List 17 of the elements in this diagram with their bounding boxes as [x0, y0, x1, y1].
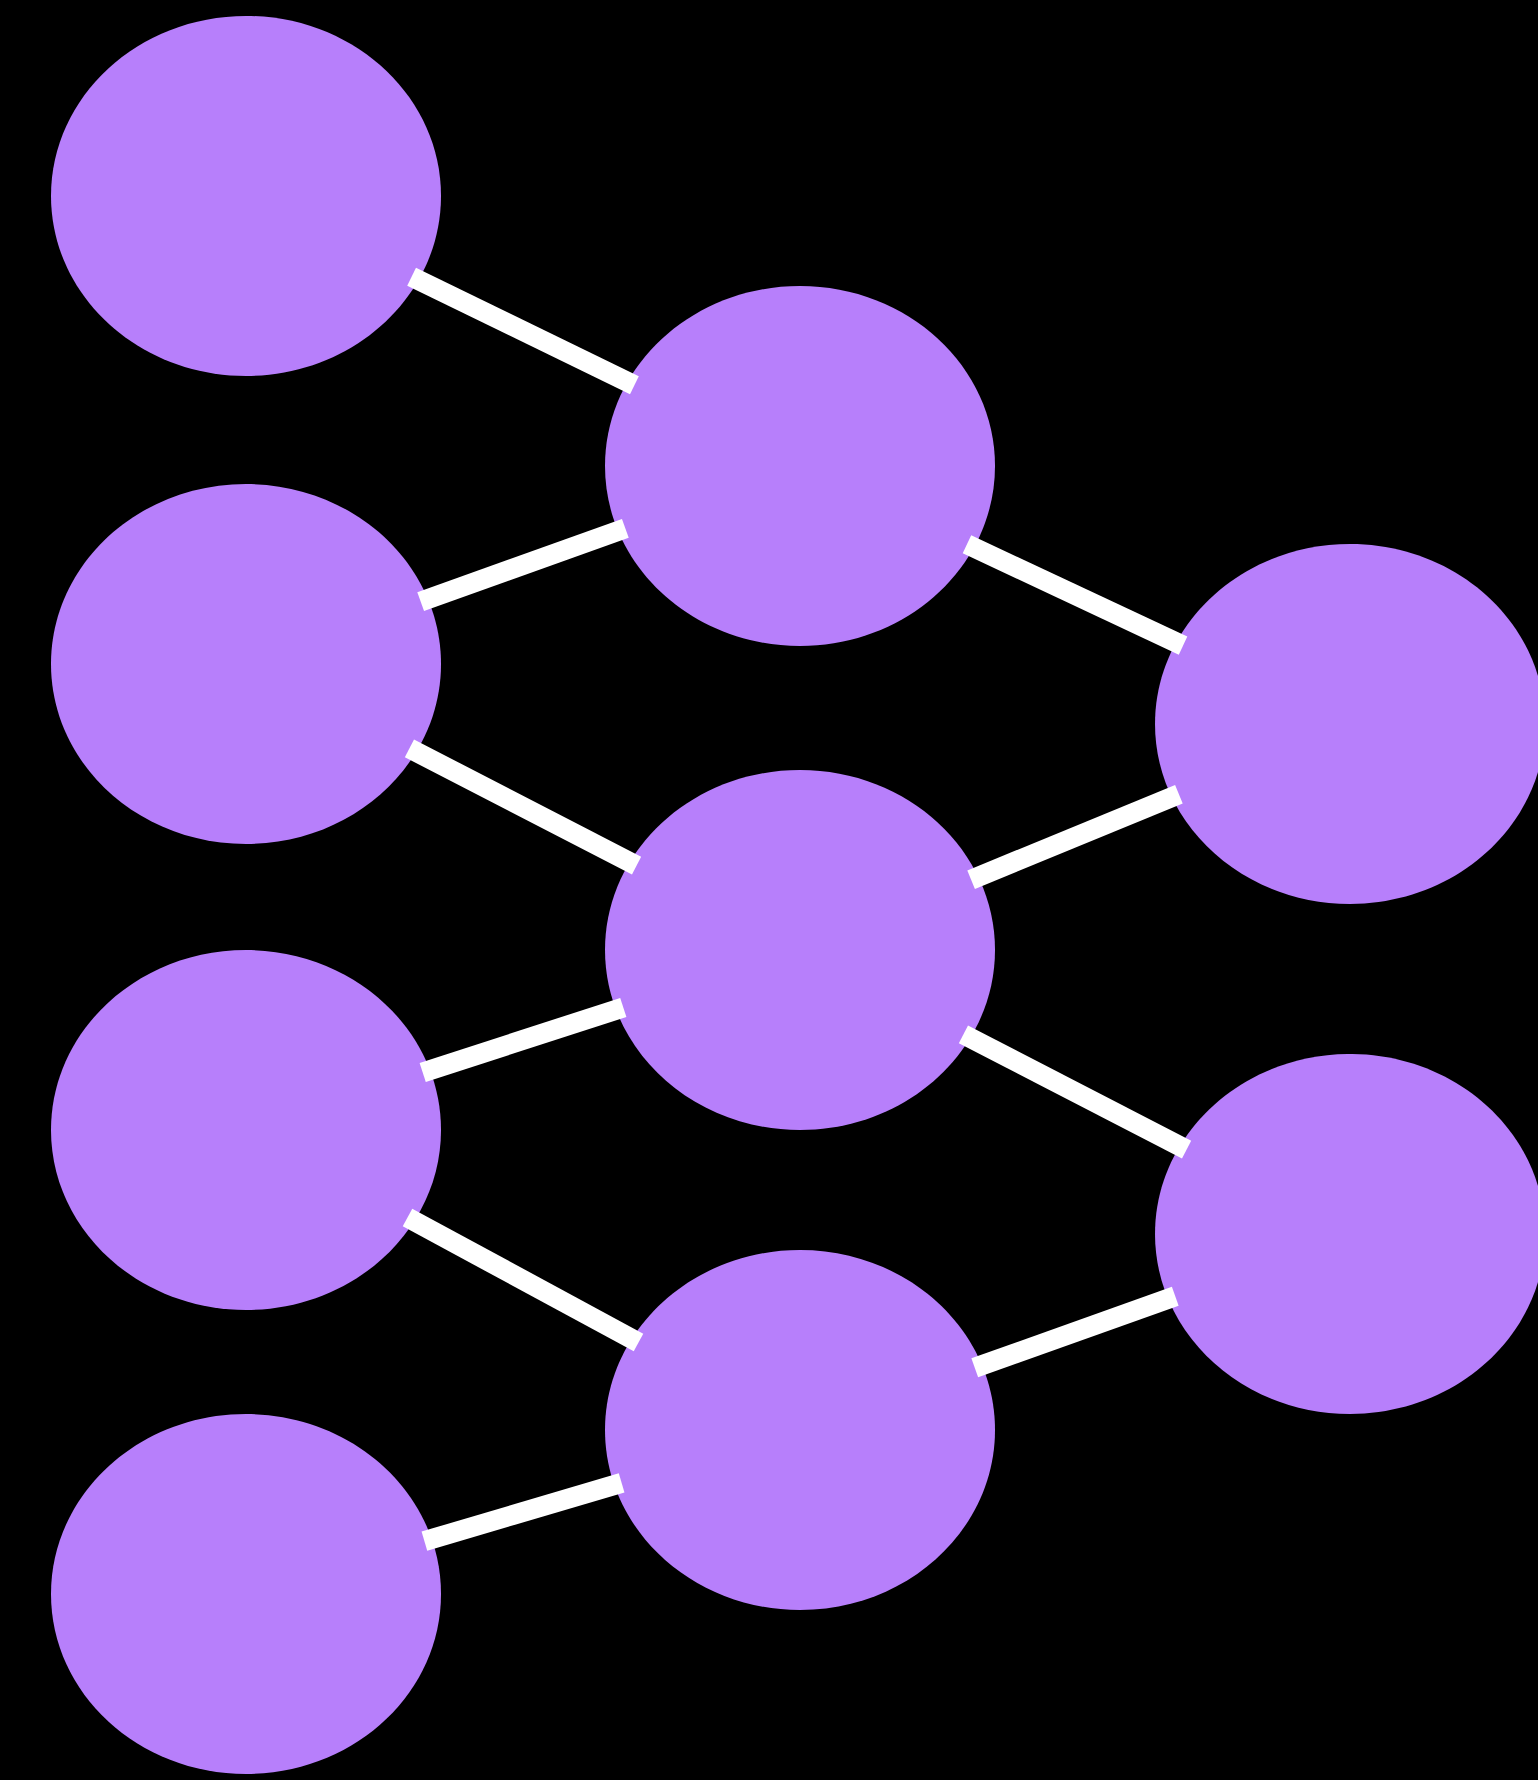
connector-line: [407, 267, 639, 395]
connector-line: [402, 1208, 644, 1352]
connector-line: [421, 1473, 625, 1551]
connector-line: [417, 519, 629, 611]
circle-node: [605, 770, 995, 1130]
connector-line: [419, 997, 627, 1083]
circle-node: [51, 1414, 441, 1774]
circle-node: [51, 15, 441, 376]
circle-node: [605, 286, 995, 646]
circle-node: [51, 484, 441, 844]
connector-line: [404, 739, 642, 875]
circle-node: [605, 1250, 995, 1610]
connector-line: [971, 1286, 1179, 1378]
connector-line: [967, 785, 1183, 889]
circle-node: [51, 950, 441, 1310]
connector-line: [958, 1025, 1192, 1159]
connector-line: [962, 535, 1188, 655]
